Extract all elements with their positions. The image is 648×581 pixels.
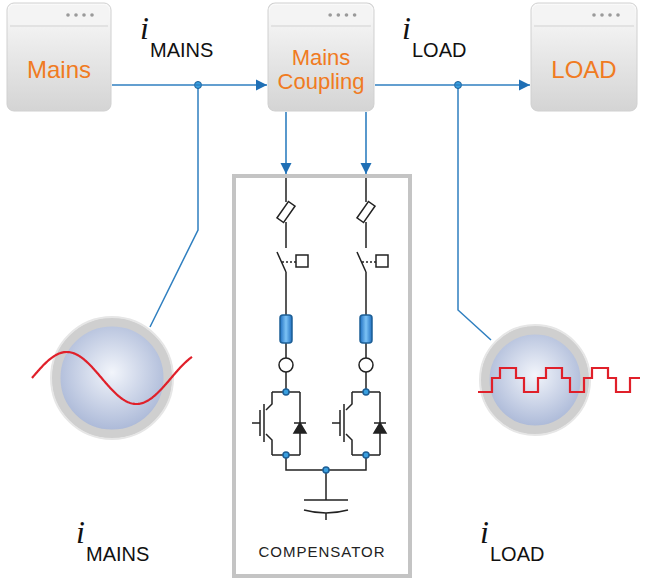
distorted-waveform xyxy=(478,368,640,392)
sine-waveform xyxy=(32,352,192,404)
compensator-schematic xyxy=(252,177,388,520)
current-symbol: i xyxy=(402,12,411,44)
unit-label: Mains xyxy=(27,57,91,83)
current-meter xyxy=(480,325,590,435)
compensator-frame: COMPENSATOR xyxy=(232,174,412,578)
current-subscript: LOAD xyxy=(490,544,544,564)
current-subscript: MAINS xyxy=(150,40,213,60)
unit-label: Mains Coupling xyxy=(272,46,370,94)
current-symbol: i xyxy=(140,12,149,44)
load-unit: LOAD xyxy=(530,2,638,112)
unit-label: LOAD xyxy=(551,57,616,83)
power-line xyxy=(285,112,287,174)
frame-label: COMPENSATOR xyxy=(258,544,385,561)
power-line xyxy=(112,84,267,86)
current-subscript: LOAD xyxy=(412,40,466,60)
mains-unit: Mains xyxy=(6,2,112,112)
measurement-wire xyxy=(150,85,491,340)
power-line xyxy=(375,84,530,86)
coupling-unit: Mains Coupling xyxy=(267,2,375,112)
current-symbol: i xyxy=(76,516,85,548)
current-symbol: i xyxy=(480,516,489,548)
current-subscript: MAINS xyxy=(86,544,149,564)
power-line xyxy=(365,112,367,174)
current-meter xyxy=(51,317,173,439)
